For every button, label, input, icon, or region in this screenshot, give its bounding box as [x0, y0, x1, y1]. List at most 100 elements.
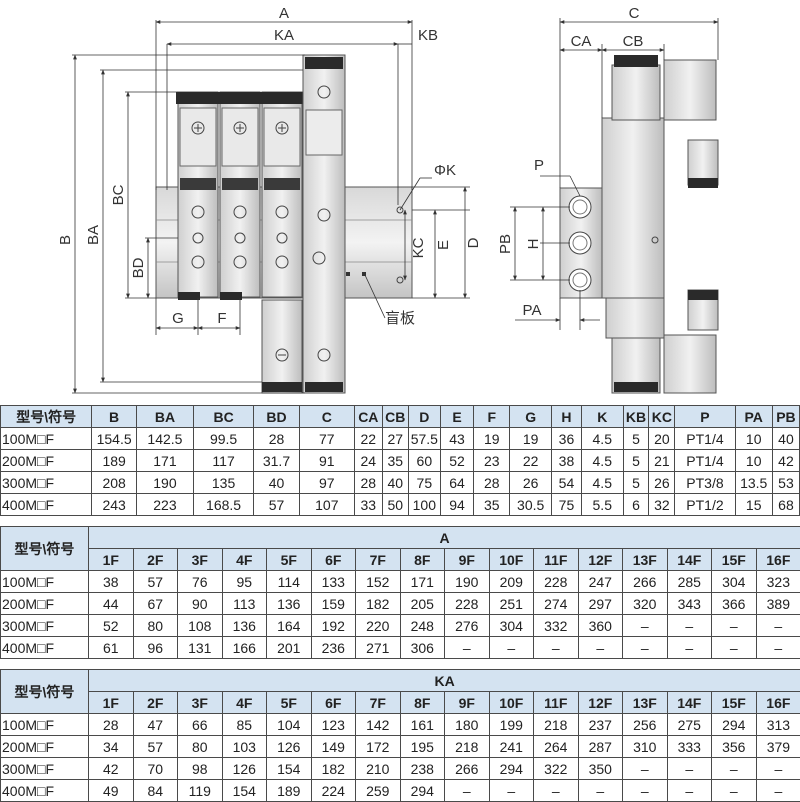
value-cell: 218: [445, 736, 490, 758]
value-cell: 304: [489, 615, 534, 637]
value-cell: 4.5: [582, 450, 624, 472]
column-header-cell: 2F: [133, 549, 178, 571]
column-header-cell: 5F: [267, 692, 312, 714]
value-cell: 97: [299, 472, 354, 494]
value-cell: –: [489, 780, 534, 802]
value-cell: 42: [772, 450, 799, 472]
value-cell: 85: [222, 714, 267, 736]
value-cell: 247: [578, 571, 623, 593]
solenoid-valve-2: [218, 92, 262, 297]
value-cell: 10: [735, 450, 772, 472]
value-cell: –: [756, 637, 800, 659]
header-cell: P: [675, 406, 735, 428]
value-cell: 171: [400, 571, 445, 593]
dim-label-KC: KC: [410, 237, 427, 258]
value-cell: 75: [551, 494, 581, 516]
value-cell: 172: [356, 736, 401, 758]
value-cell: PT1/4: [675, 450, 735, 472]
value-cell: –: [756, 758, 800, 780]
value-cell: 31.7: [254, 450, 300, 472]
value-cell: 264: [534, 736, 579, 758]
dim-label-BA: BA: [85, 225, 102, 245]
value-cell: 350: [578, 758, 623, 780]
value-cell: 34: [89, 736, 134, 758]
column-header-cell: 5F: [267, 549, 312, 571]
column-header-cell: 7F: [356, 692, 401, 714]
value-cell: 189: [92, 450, 137, 472]
value-cell: 21: [649, 450, 675, 472]
value-cell: 57: [254, 494, 300, 516]
value-cell: 251: [489, 593, 534, 615]
dim-label-BC: BC: [110, 184, 127, 205]
header-cell: G: [510, 406, 552, 428]
value-cell: 389: [756, 593, 800, 615]
dim-label-PA: PA: [523, 302, 542, 319]
value-cell: 136: [267, 593, 312, 615]
dim-label-H: H: [525, 239, 542, 250]
value-cell: –: [623, 780, 668, 802]
value-cell: 10: [735, 428, 772, 450]
value-cell: 22: [354, 428, 382, 450]
value-cell: 26: [510, 472, 552, 494]
header-cell: CA: [354, 406, 382, 428]
value-cell: 77: [299, 428, 354, 450]
value-cell: 333: [667, 736, 712, 758]
value-cell: 40: [382, 472, 408, 494]
dim-label-A: A: [279, 5, 289, 22]
value-cell: 28: [254, 428, 300, 450]
value-cell: 108: [178, 615, 223, 637]
header-cell: PA: [735, 406, 772, 428]
column-header-cell: 16F: [756, 692, 800, 714]
value-cell: 22: [510, 450, 552, 472]
value-cell: 343: [667, 593, 712, 615]
value-cell: 313: [756, 714, 800, 736]
value-cell: –: [712, 615, 757, 637]
value-cell: 154: [267, 758, 312, 780]
column-header-cell: 13F: [623, 692, 668, 714]
model-cell: 100M□F: [1, 714, 89, 736]
column-header-cell: 11F: [534, 549, 579, 571]
value-cell: 91: [299, 450, 354, 472]
blind-plate-label: 盲板: [385, 309, 415, 327]
value-cell: 6: [623, 494, 649, 516]
value-cell: 36: [551, 428, 581, 450]
dim-label-G: G: [172, 310, 184, 327]
model-cell: 400M□F: [1, 637, 89, 659]
value-cell: 94: [440, 494, 473, 516]
value-cell: 126: [222, 758, 267, 780]
value-cell: 26: [649, 472, 675, 494]
value-cell: 189: [267, 780, 312, 802]
value-cell: 294: [712, 714, 757, 736]
model-cell: 100M□F: [1, 571, 89, 593]
column-header-cell: 15F: [712, 692, 757, 714]
header-cell: KB: [623, 406, 649, 428]
value-cell: 98: [178, 758, 223, 780]
value-cell: 297: [578, 593, 623, 615]
value-cell: –: [445, 637, 490, 659]
value-cell: 133: [311, 571, 356, 593]
value-cell: 236: [311, 637, 356, 659]
header-cell: B: [92, 406, 137, 428]
dim-label-PB: PB: [497, 234, 514, 254]
value-cell: 64: [440, 472, 473, 494]
value-cell: 61: [89, 637, 134, 659]
header-cell: E: [440, 406, 473, 428]
value-cell: 182: [311, 758, 356, 780]
column-header-cell: 14F: [667, 549, 712, 571]
model-cell: 300M□F: [1, 615, 89, 637]
header-cell: BD: [254, 406, 300, 428]
value-cell: 220: [356, 615, 401, 637]
value-cell: 49: [89, 780, 134, 802]
value-cell: 52: [89, 615, 134, 637]
value-cell: –: [534, 780, 579, 802]
value-cell: 238: [400, 758, 445, 780]
dim-label-E: E: [435, 240, 452, 250]
value-cell: 5: [623, 450, 649, 472]
